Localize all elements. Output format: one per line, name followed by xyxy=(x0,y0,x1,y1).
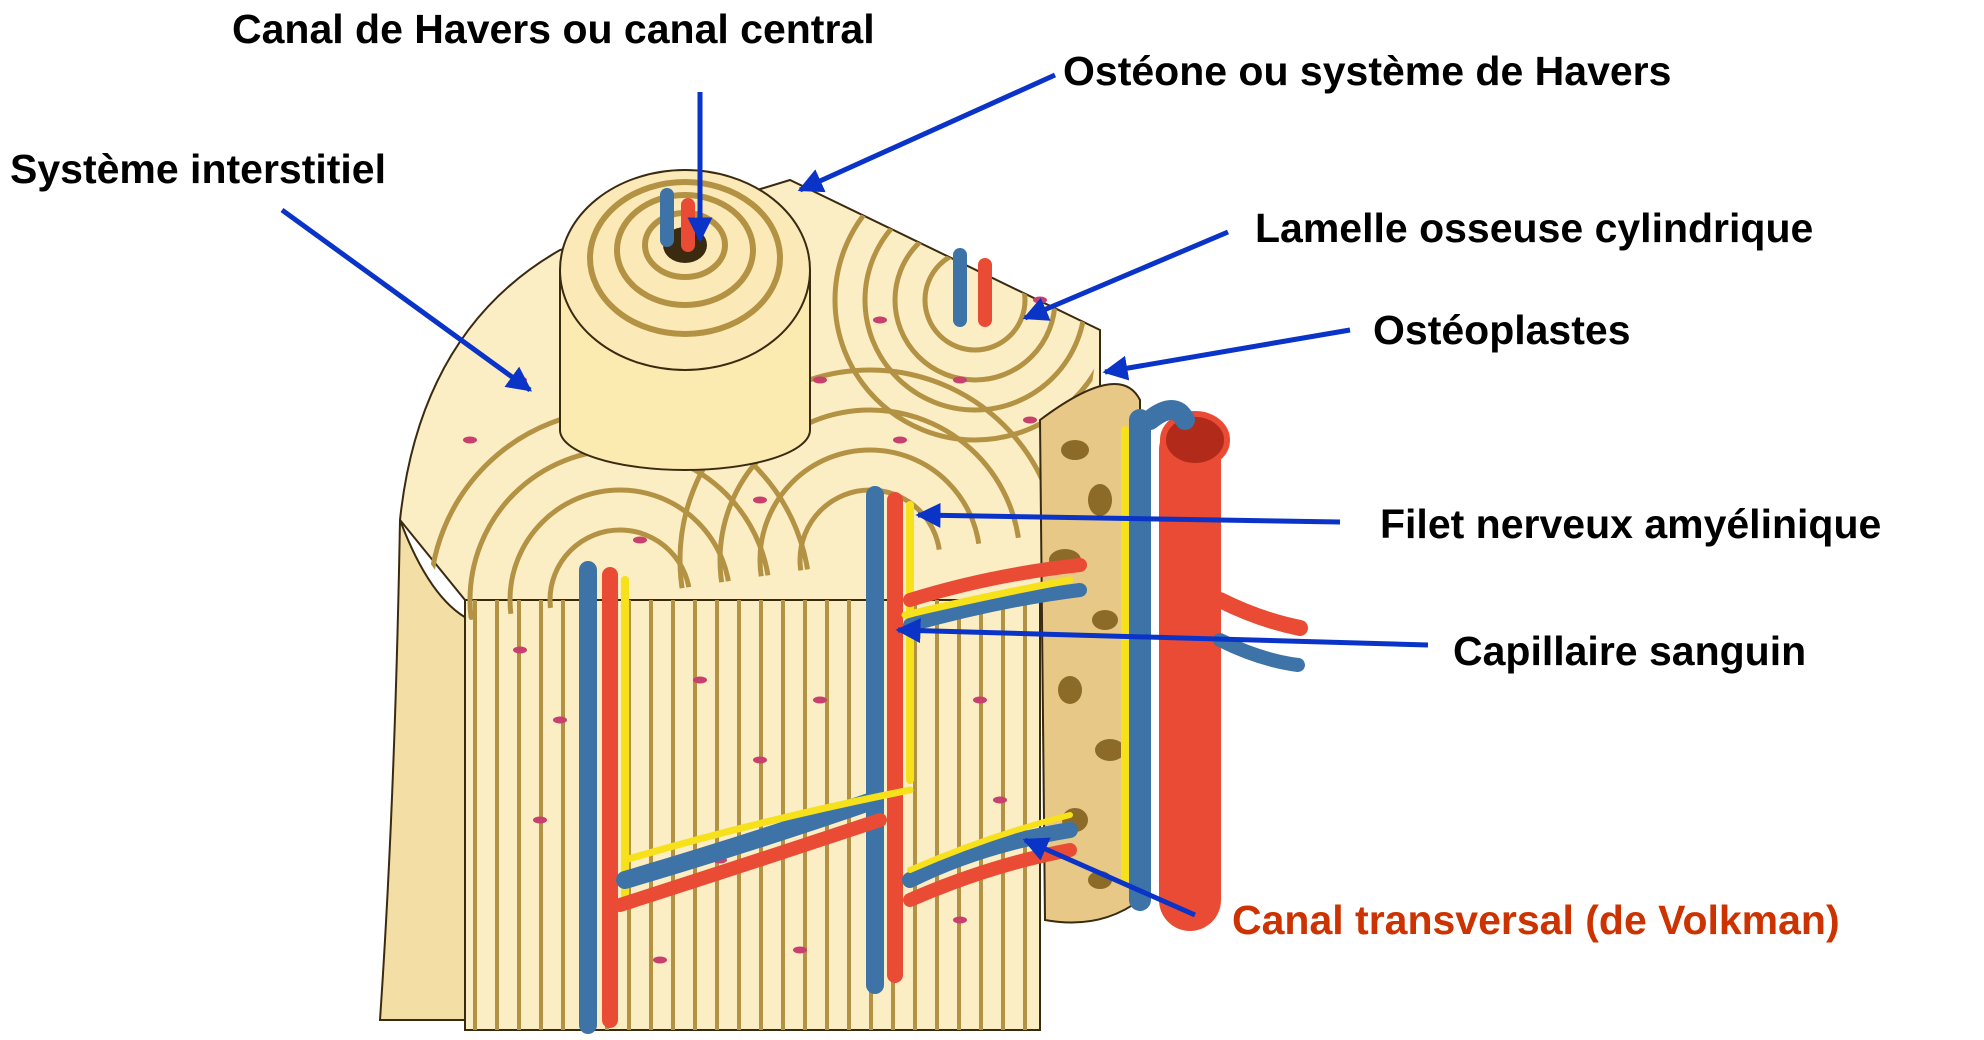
label-canal-havers: Canal de Havers ou canal central xyxy=(232,6,875,52)
leader-osteone xyxy=(800,75,1055,190)
osteoplast xyxy=(893,437,907,444)
label-lamelle: Lamelle osseuse cylindrique xyxy=(1255,205,1813,251)
leader-lamelle xyxy=(1025,232,1228,318)
osteoplast xyxy=(813,377,827,384)
main-artery-top xyxy=(1163,414,1227,466)
osteoplast xyxy=(953,377,967,384)
osteoplast xyxy=(553,717,567,724)
osteoplast xyxy=(753,757,767,764)
osteoplast xyxy=(813,697,827,704)
osteoplast xyxy=(793,947,807,954)
osteoplast xyxy=(1033,297,1047,304)
osteoplast xyxy=(533,817,547,824)
label-osteoplastes: Ostéoplastes xyxy=(1373,307,1631,353)
label-filet-nerveux: Filet nerveux amyélinique xyxy=(1380,501,1881,547)
osteoplast xyxy=(633,537,647,544)
osteoplast xyxy=(753,497,767,504)
label-canal-transversal: Canal transversal (de Volkman) xyxy=(1232,897,1840,943)
label-systeme-interstitiel: Système interstitiel xyxy=(10,146,386,192)
osteoplast xyxy=(973,697,987,704)
osteoplast xyxy=(993,797,1007,804)
osteoplast xyxy=(463,437,477,444)
leader-systeme-interstitiel xyxy=(282,210,530,390)
osteoplast xyxy=(873,317,887,324)
osteoplast xyxy=(513,647,527,654)
osteoplast xyxy=(1023,417,1037,424)
leader-osteoplastes xyxy=(1105,330,1350,372)
label-capillaire: Capillaire sanguin xyxy=(1453,628,1806,674)
label-osteone: Ostéone ou système de Havers xyxy=(1063,48,1671,94)
front-face xyxy=(465,600,1040,1030)
osteoplast xyxy=(693,677,707,684)
osteoplast xyxy=(953,917,967,924)
osteoplast xyxy=(653,957,667,964)
periosteum-layer xyxy=(380,520,470,1020)
